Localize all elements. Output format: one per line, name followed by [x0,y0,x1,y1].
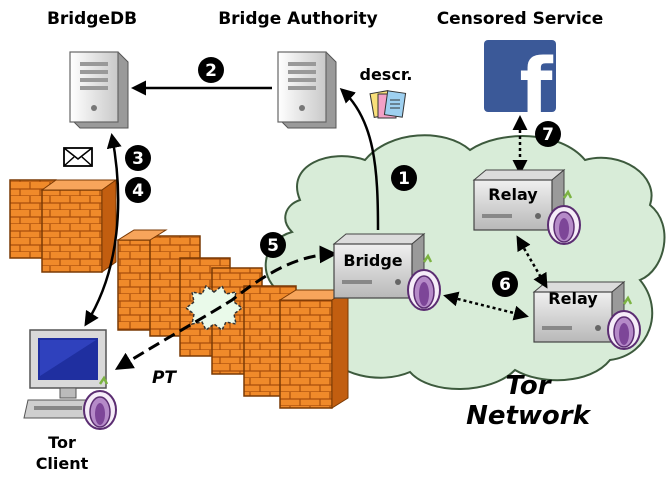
bridge-server: Bridge [332,232,426,300]
tor-client-label-line2: Client [36,454,89,473]
step-7-badge: 7 [535,121,561,147]
relay-bottom-label: Relay [548,289,598,308]
tor-onion-icon [83,375,117,430]
tor-network-label-line2: Network [466,401,592,431]
bridge-authority-label: Bridge Authority [218,9,378,29]
svg-text:6: 6 [499,275,511,295]
svg-text:f: f [519,41,553,130]
step-4-badge: 4 [125,177,151,203]
step-3-badge: 3 [125,145,151,171]
tor-onion-icon [547,189,581,245]
bridge-label: Bridge [343,251,402,270]
step-2-badge: 2 [198,57,224,83]
tor-network-label-line1: Tor [505,371,552,401]
arrow-bridgedb-client [84,133,122,327]
descriptor-label: descr. [360,65,413,84]
bridge-authority-server-icon [277,51,337,129]
envelope-icon [63,147,93,167]
bridgedb-server-icon [69,51,129,129]
arrow-bridge-relay [443,291,529,321]
step-6-badge: 6 [492,271,518,297]
step-1-badge: 1 [391,165,417,191]
bridgedb-label: BridgeDB [47,9,137,29]
tor-client-label-line1: Tor [48,433,76,452]
svg-text:5: 5 [267,236,279,256]
facebook-icon: f [484,40,556,130]
firewall-breach-icon [184,284,244,332]
svg-text:7: 7 [542,125,554,145]
step-5-badge: 5 [260,232,286,258]
relay-bottom-server: Relay [532,280,626,344]
censored-service-label: Censored Service [437,9,604,29]
relay-top-label: Relay [488,185,538,204]
arrow-bridge-to-authority [339,87,380,231]
svg-text:2: 2 [205,61,217,81]
svg-text:4: 4 [132,181,144,201]
descriptor-documents-icon [369,90,407,119]
tor-onion-icon [407,253,441,311]
arrow-client-to-bridge [114,245,338,370]
svg-text:3: 3 [132,149,144,169]
pt-label: PT [152,368,177,388]
tor-onion-icon [607,295,641,350]
firewall-small [9,179,118,273]
svg-text:1: 1 [398,169,410,189]
